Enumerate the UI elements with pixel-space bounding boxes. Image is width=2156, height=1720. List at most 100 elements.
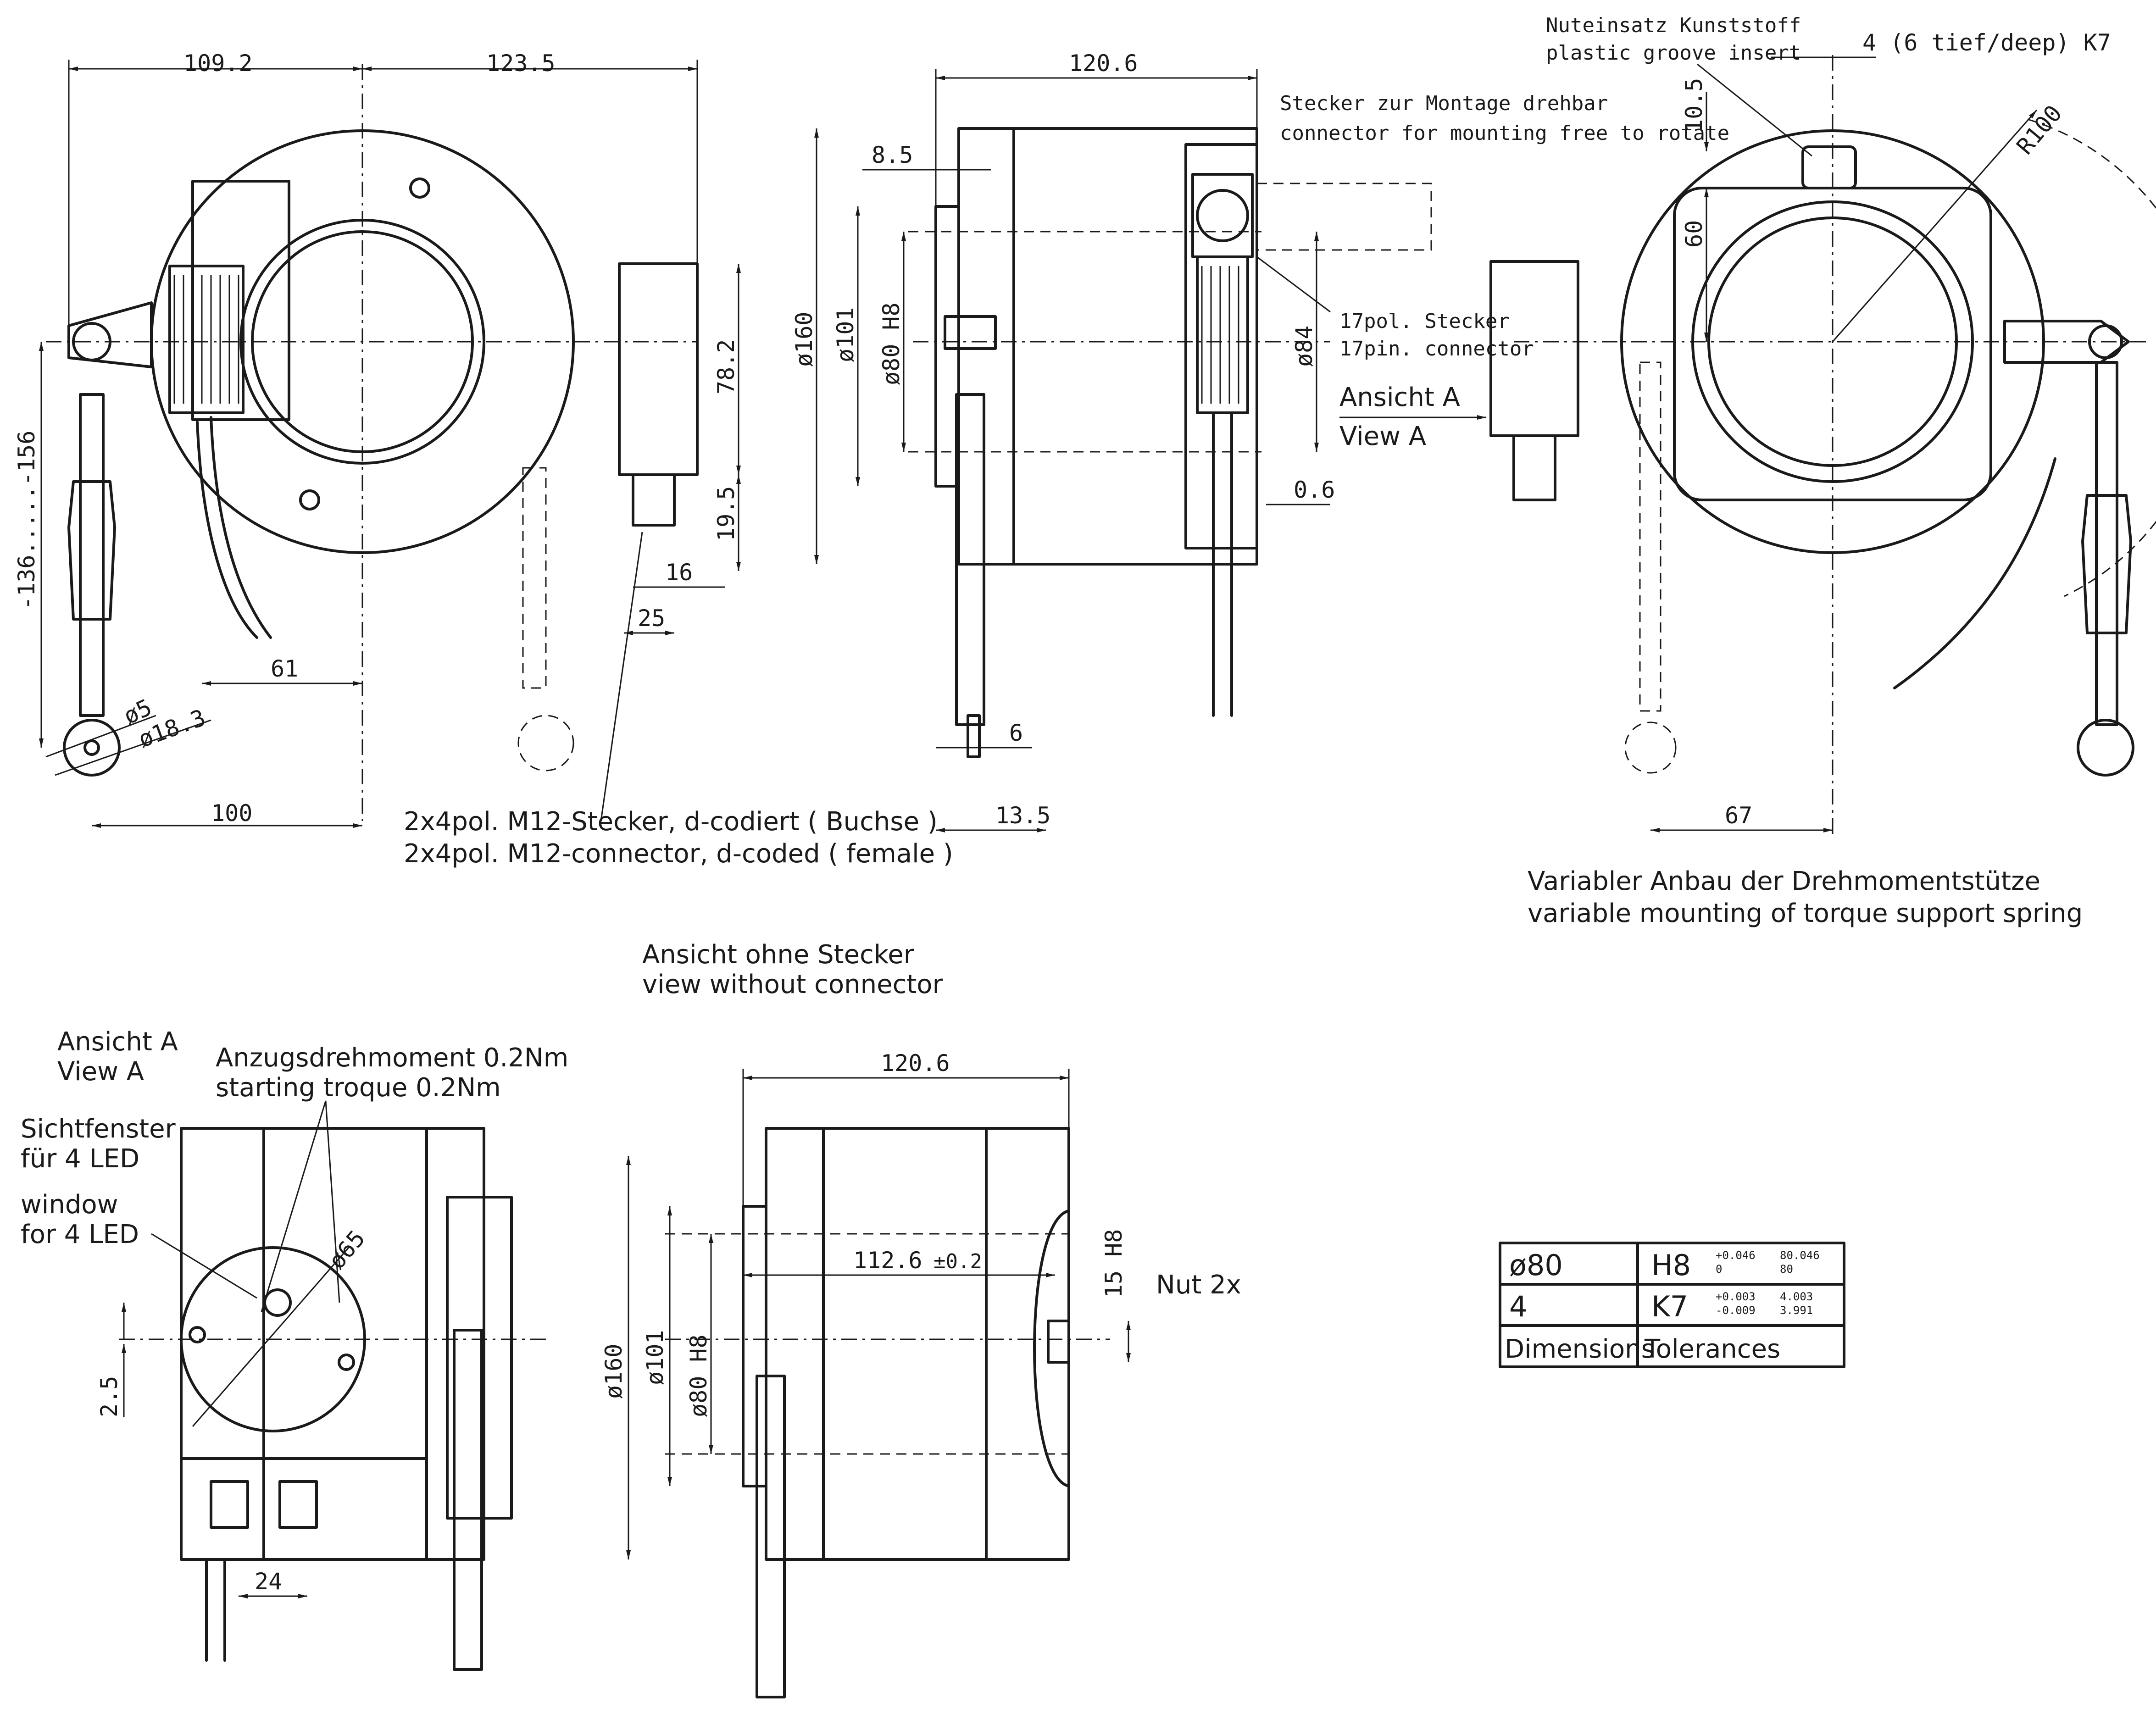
dim-135: 13.5 [995, 802, 1050, 829]
torque-arm-pivot [72, 322, 111, 361]
leader-torque-2 [325, 1100, 340, 1303]
dim-nc-d160: ø160 [600, 1344, 627, 1399]
r100-arc [2027, 118, 2156, 597]
view-a-label-de: Ansicht A [1339, 383, 1460, 412]
torque-arm [67, 301, 153, 368]
rear-arm-pivot [2088, 324, 2123, 359]
dim-782: 78.2 [713, 339, 739, 394]
cable-upper [210, 416, 272, 639]
rear-alt-spring [1639, 361, 1661, 712]
connector-ribs [173, 275, 239, 404]
tolerance-table: ø80 H8 +0.046 0 80.046 80 4 K7 +0.003 -0… [1499, 1242, 1845, 1368]
leader-m12 [600, 532, 643, 821]
nut-note: Nut 2x [1156, 1270, 1241, 1300]
hollow-shaft-inner [251, 230, 474, 453]
mount-note-en: variable mounting of torque support spri… [1528, 899, 2083, 928]
m12-connector-housing [618, 262, 699, 476]
rear-torque-arm [2003, 320, 2130, 364]
leader-groove [1697, 63, 1812, 157]
dim-105: 10.5 [1681, 78, 1707, 133]
dim-line-r100 [1832, 110, 2038, 342]
dim-61: 61 [271, 655, 298, 682]
va-spring [453, 1329, 483, 1671]
side-arm-block [944, 315, 997, 350]
tol-lim-lo-1: 80 [1780, 1263, 1793, 1276]
leader-17pin [1256, 256, 1331, 313]
17pin-connector-grip [1196, 255, 1249, 414]
va-flange [446, 1196, 513, 1520]
tol-lim-hi-2: 4.003 [1780, 1290, 1813, 1303]
nc-title-de: Ansicht ohne Stecker [642, 940, 915, 970]
connector-rotate-ghost [1257, 183, 1432, 251]
groove-insert [1801, 145, 1857, 189]
window-note-4: for 4 LED [21, 1220, 139, 1249]
groove-dim: 4 (6 tief/deep) K7 [1862, 29, 2111, 56]
alt-spring-eye [517, 715, 574, 771]
front-view: 109.2 123.5 -136.....-156 78.2 19.5 16 2… [13, 50, 953, 869]
17pin-connector-head [1191, 173, 1254, 258]
torque-note-de: Anzugsdrehmoment 0.2Nm [216, 1043, 568, 1073]
va-m12-socket-2 [278, 1480, 318, 1529]
rear-alt-eye [1624, 721, 1677, 774]
screw-bottom [299, 489, 320, 510]
dim-1126: 112.6 [853, 1247, 922, 1274]
rear-spring-eye [2077, 719, 2134, 777]
tol-dim-1: ø80 [1509, 1248, 1563, 1282]
torque-spring-body [67, 480, 116, 621]
dim-6: 6 [1009, 720, 1023, 746]
tol-lim-lo-2: 3.991 [1780, 1304, 1813, 1317]
rear-connector-socket [1512, 434, 1556, 501]
tol-dim-2: 4 [1509, 1290, 1527, 1323]
screw-top [409, 178, 430, 199]
tol-dev-lo-2: -0.009 [1716, 1304, 1756, 1317]
dim-d84: ø84 [1291, 326, 1317, 367]
rear-spring-body [2081, 494, 2132, 634]
dim-16: 16 [665, 559, 693, 586]
va-title-de: Ansicht A [57, 1027, 178, 1057]
window-note-1: Sichtfenster [21, 1114, 176, 1144]
dim-d160: ø160 [791, 312, 817, 367]
nc-spring [756, 1375, 786, 1698]
nc-pocket-curve [1033, 1210, 1070, 1487]
torque-spring-rod [79, 393, 105, 717]
dim-195: 19.5 [713, 486, 739, 541]
va-title-en: View A [57, 1057, 144, 1087]
side-flange [934, 205, 960, 488]
side-cable [1212, 411, 1233, 717]
spring-end-eye [63, 719, 121, 777]
dim-d101: ø101 [832, 307, 859, 362]
tol-lim-hi-1: 80.046 [1780, 1249, 1820, 1262]
dim-1126-tol: ±0.2 [934, 1250, 982, 1273]
nc-slot [1047, 1320, 1070, 1364]
dim-line-d65 [192, 1247, 350, 1427]
side-spring-rod [955, 393, 985, 726]
groove-note-en: plastic groove insert [1546, 41, 1801, 65]
dim-85: 8.5 [872, 142, 913, 168]
17pin-connector-ribs [1201, 266, 1239, 404]
connector-ribbed-grip [168, 265, 244, 414]
dim-range: -136.....-156 [13, 431, 40, 610]
mount-note-de: Variabler Anbau der Drehmomentstütze [1528, 866, 2040, 896]
hollow-shaft-bore [239, 219, 485, 465]
dim-24: 24 [255, 1568, 282, 1595]
dim-nc-d80h8: ø80 H8 [685, 1334, 712, 1417]
va-cable [205, 1558, 226, 1662]
leader-d183 [55, 719, 211, 776]
leader-d5 [45, 715, 156, 758]
tol-fit-1: H8 [1651, 1248, 1691, 1282]
rear-view: Nuteinsatz Kunststoff plastic groove ins… [1489, 14, 2156, 928]
17pin-connector-face [1196, 189, 1249, 242]
dim-25: 25 [638, 605, 665, 632]
groove-note-de: Nuteinsatz Kunststoff [1546, 14, 1801, 37]
tol-dev-lo-1: 0 [1716, 1263, 1722, 1276]
pin-note-en: 17pin. connector [1339, 337, 1534, 361]
side-connector-pocket [1184, 143, 1258, 549]
view-a-bottom: Ansicht A View A Anzugsdrehmoment 0.2Nm … [21, 1027, 568, 1671]
tol-footer-tolerances: Tolerances [1644, 1334, 1780, 1364]
tol-fit-2: K7 [1651, 1290, 1688, 1323]
dim-nc-d101: ø101 [642, 1330, 668, 1385]
dim-67: 67 [1725, 802, 1752, 829]
cable-lower [196, 421, 258, 639]
dim-60: 60 [1681, 220, 1707, 248]
va-m12-socket-1 [210, 1480, 249, 1529]
